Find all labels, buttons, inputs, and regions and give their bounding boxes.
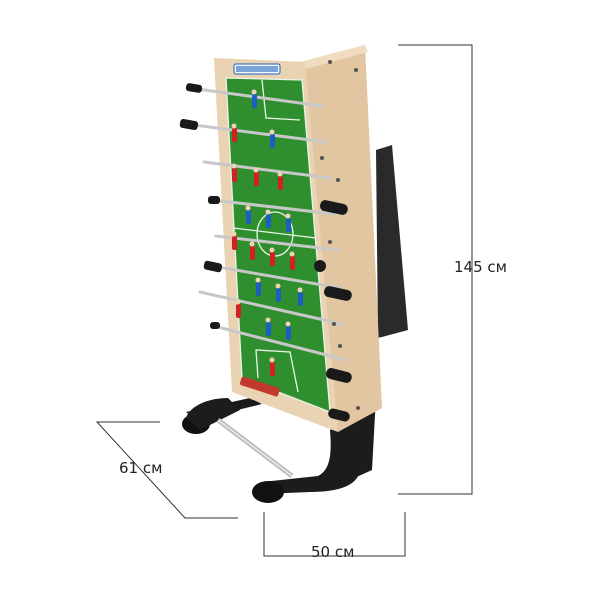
width-dimension-label: 50 см — [311, 543, 355, 561]
side-screws — [320, 60, 360, 410]
players-blue — [246, 94, 303, 340]
playfield — [226, 78, 330, 412]
depth-dimension-line — [95, 421, 238, 519]
left-handles — [179, 83, 223, 329]
right-handles — [314, 200, 352, 422]
brand-label-bottom — [239, 376, 280, 397]
players-red — [232, 128, 295, 376]
height-dimension-label: 145 см — [454, 258, 507, 276]
height-dimension-line — [398, 44, 473, 495]
dimension-lines — [95, 44, 473, 557]
depth-dimension-label: 61 см — [119, 459, 163, 477]
player-heads — [231, 89, 303, 363]
width-dimension-line — [263, 512, 406, 557]
